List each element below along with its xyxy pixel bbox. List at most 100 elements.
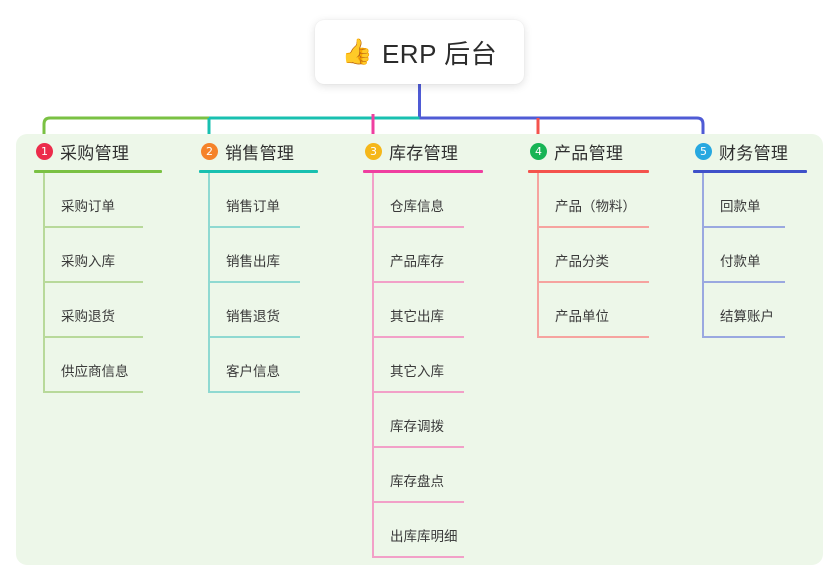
leaf-item[interactable]: 付款单 <box>702 228 807 283</box>
branch-column-5: 5 财务管理回款单付款单结算账户 <box>693 134 807 338</box>
branch-title-5: 财务管理 <box>719 143 789 163</box>
leaf-item-underline <box>43 226 143 228</box>
leaf-item-label: 产品分类 <box>555 254 609 269</box>
leaf-item-underline <box>208 226 300 228</box>
leaf-item-underline <box>372 226 464 228</box>
branch-items-2: 销售订单销售出库销售退货客户信息 <box>208 173 318 393</box>
leaf-item-label: 其它出库 <box>390 309 444 324</box>
branch-column-3: 3 库存管理仓库信息产品库存其它出库其它入库库存调拨库存盘点出库库明细 <box>363 134 483 558</box>
branch-spine-5 <box>702 173 704 338</box>
branch-underline-1 <box>34 170 162 173</box>
leaf-item-underline <box>43 391 143 393</box>
branch-underline-3 <box>363 170 483 173</box>
leaf-item-underline <box>43 281 143 283</box>
leaf-item-label: 供应商信息 <box>61 364 129 379</box>
leaf-item[interactable]: 其它入库 <box>372 338 483 393</box>
branch-badge-4: 4 <box>530 142 547 160</box>
leaf-item-underline <box>537 281 649 283</box>
leaf-item-label: 采购退货 <box>61 309 115 324</box>
leaf-item-underline <box>372 501 464 503</box>
leaf-item-underline <box>372 281 464 283</box>
branch-underline-4 <box>528 170 649 173</box>
branch-title-4: 产品管理 <box>554 143 624 163</box>
leaf-item-label: 产品（物料） <box>555 199 636 214</box>
leaf-item[interactable]: 产品分类 <box>537 228 649 283</box>
leaf-item-underline <box>208 336 300 338</box>
leaf-item[interactable]: 其它出库 <box>372 283 483 338</box>
leaf-item[interactable]: 库存调拨 <box>372 393 483 448</box>
branch-column-4: 4 产品管理产品（物料） 产品分类产品单位 <box>528 134 649 338</box>
leaf-item[interactable]: 出库库明细 <box>372 503 483 558</box>
leaf-item-label: 采购订单 <box>61 199 115 214</box>
branch-column-2: 2 销售管理销售订单销售出库销售退货客户信息 <box>199 134 318 393</box>
branch-underline-5 <box>693 170 807 173</box>
leaf-item-label: 其它入库 <box>390 364 444 379</box>
leaf-item[interactable]: 销售退货 <box>208 283 318 338</box>
leaf-item-label: 销售退货 <box>226 309 280 324</box>
leaf-item-label: 产品库存 <box>390 254 444 269</box>
root-node[interactable]: 👍 ERP 后台 <box>315 20 524 84</box>
leaf-item[interactable]: 回款单 <box>702 173 807 228</box>
leaf-item-underline <box>702 226 785 228</box>
leaf-item[interactable]: 销售出库 <box>208 228 318 283</box>
root-node-title: ERP 后台 <box>381 38 498 69</box>
branch-column-1: 1 采购管理采购订单采购入库采购退货供应商信息 <box>34 134 162 393</box>
leaf-item[interactable]: 结算账户 <box>702 283 807 338</box>
branch-items-1: 采购订单采购入库采购退货供应商信息 <box>43 173 162 393</box>
branch-header-3[interactable]: 3 库存管理 <box>363 134 483 168</box>
leaf-item[interactable]: 库存盘点 <box>372 448 483 503</box>
branch-items-4: 产品（物料） 产品分类产品单位 <box>537 173 649 338</box>
branch-underline-2 <box>199 170 318 173</box>
leaf-item[interactable]: 产品单位 <box>537 283 649 338</box>
leaf-item-label: 结算账户 <box>720 309 774 324</box>
thumbs-up-icon: 👍 <box>341 37 373 66</box>
leaf-item[interactable]: 采购退货 <box>43 283 162 338</box>
branch-title-2: 销售管理 <box>225 143 295 163</box>
branch-header-1[interactable]: 1 采购管理 <box>34 134 162 168</box>
branch-spine-3 <box>372 173 374 558</box>
leaf-item-label: 销售出库 <box>226 254 280 269</box>
branch-badge-1: 1 <box>36 142 53 160</box>
branch-spine-1 <box>43 173 45 393</box>
branch-title-1: 采购管理 <box>60 143 130 163</box>
leaf-item[interactable]: 仓库信息 <box>372 173 483 228</box>
branch-spine-2 <box>208 173 210 393</box>
leaf-item-underline <box>537 226 649 228</box>
branch-badge-5: 5 <box>695 142 712 160</box>
leaf-item-label: 库存盘点 <box>390 474 444 489</box>
leaf-item-underline <box>372 391 464 393</box>
branch-badge-2: 2 <box>201 142 218 160</box>
leaf-item-label: 产品单位 <box>555 309 609 324</box>
branch-spine-4 <box>537 173 539 338</box>
branch-items-3: 仓库信息产品库存其它出库其它入库库存调拨库存盘点出库库明细 <box>372 173 483 558</box>
leaf-item-label: 客户信息 <box>226 364 280 379</box>
branch-header-4[interactable]: 4 产品管理 <box>528 134 649 168</box>
leaf-item-label: 采购入库 <box>61 254 115 269</box>
connector-bus-blue <box>419 116 705 134</box>
leaf-item-underline <box>537 336 649 338</box>
leaf-item[interactable]: 采购订单 <box>43 173 162 228</box>
branch-items-5: 回款单付款单结算账户 <box>702 173 807 338</box>
leaf-item-label: 出库库明细 <box>390 529 458 544</box>
leaf-item-underline <box>702 281 785 283</box>
leaf-item-underline <box>372 556 464 558</box>
leaf-item[interactable]: 产品（物料） <box>537 173 649 228</box>
leaf-item-label: 销售订单 <box>226 199 280 214</box>
branch-badge-3: 3 <box>365 142 382 160</box>
leaf-item-label: 仓库信息 <box>390 199 444 214</box>
leaf-item-underline <box>372 446 464 448</box>
leaf-item[interactable]: 客户信息 <box>208 338 318 393</box>
leaf-item-label: 回款单 <box>720 199 761 214</box>
root-node-content: 👍 ERP 后台 <box>342 34 497 71</box>
leaf-item[interactable]: 采购入库 <box>43 228 162 283</box>
leaf-item[interactable]: 销售订单 <box>208 173 318 228</box>
branch-header-5[interactable]: 5 财务管理 <box>693 134 807 168</box>
branch-columns: 1 采购管理采购订单采购入库采购退货供应商信息 2 销售管理销售订单销售出库销售退货客… <box>16 134 823 565</box>
leaf-item[interactable]: 产品库存 <box>372 228 483 283</box>
diagram-panel <box>16 134 823 565</box>
leaf-item-underline <box>43 336 143 338</box>
branch-title-3: 库存管理 <box>389 143 459 163</box>
leaf-item[interactable]: 供应商信息 <box>43 338 162 393</box>
branch-header-2[interactable]: 2 销售管理 <box>199 134 318 168</box>
